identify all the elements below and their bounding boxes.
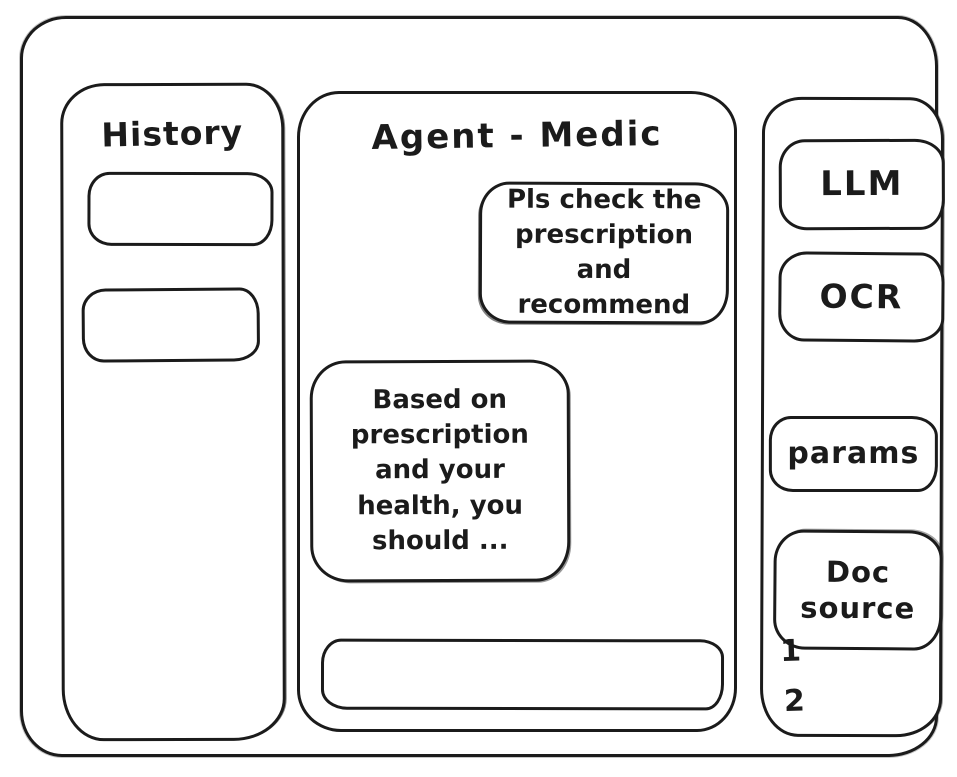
doc-source-item-1[interactable]: 1: [779, 633, 802, 670]
user-message-bubble: Pls check the prescription and recommend: [478, 181, 730, 325]
ocr-button[interactable]: OCR: [778, 251, 945, 343]
history-item[interactable]: [81, 287, 261, 363]
chat-input[interactable]: [320, 638, 725, 711]
llm-button[interactable]: LLM: [778, 138, 945, 231]
history-item[interactable]: [87, 171, 274, 247]
history-title: History: [100, 112, 244, 155]
app-window-frame: History Agent - Medic Pls check the pres…: [20, 16, 945, 757]
chat-panel: Agent - Medic Pls check the prescription…: [297, 91, 737, 732]
doc-source-item-2[interactable]: 2: [783, 683, 806, 720]
doc-source-button[interactable]: Doc source: [772, 529, 943, 651]
history-sidebar: History: [60, 82, 286, 742]
tools-sidebar: LLM OCR params Doc source 1 2: [759, 96, 945, 738]
chat-title: Agent - Medic: [371, 113, 663, 159]
params-button[interactable]: params: [768, 416, 938, 493]
agent-message-bubble: Based on prescription and your health, y…: [309, 359, 571, 583]
